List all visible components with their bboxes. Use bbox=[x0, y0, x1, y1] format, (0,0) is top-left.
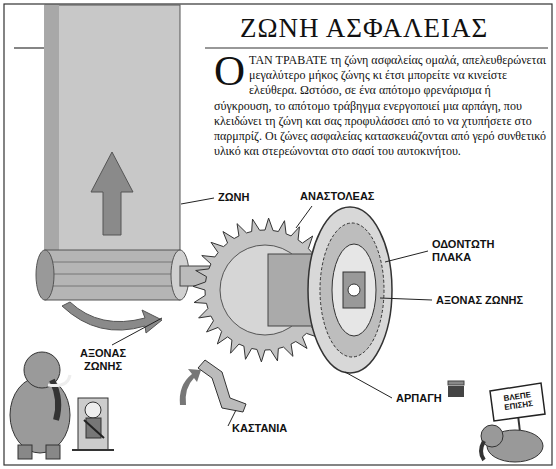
leader-line bbox=[380, 298, 432, 300]
belt-band bbox=[45, 5, 180, 257]
video-icon bbox=[448, 381, 464, 385]
seat bbox=[78, 398, 108, 450]
axle-end bbox=[343, 272, 365, 308]
mammoth-leg bbox=[18, 445, 32, 459]
frame bbox=[4, 4, 552, 465]
elephant-trunk bbox=[481, 441, 484, 460]
boy-head bbox=[85, 402, 101, 418]
leader-line bbox=[112, 318, 162, 345]
rotation-arrow bbox=[62, 302, 162, 333]
toothed-plate bbox=[320, 223, 384, 357]
drum-inner bbox=[332, 244, 376, 336]
title-rule bbox=[14, 47, 44, 48]
part-label: ΑΞΟΝΑΣ ΖΩΝΗΣ bbox=[72, 347, 134, 373]
part-label: ΚΑΣΤΑΝΙΑ bbox=[232, 422, 287, 435]
title: ΖΩΝΗ ΑΣΦΑΛΕΙΑΣ bbox=[240, 13, 488, 44]
mammoth-body bbox=[10, 377, 70, 453]
mammoth-leg bbox=[46, 445, 60, 459]
part-label: ΖΩΝΗ bbox=[218, 191, 249, 204]
mammoth-tusk bbox=[48, 375, 70, 386]
leader-line bbox=[296, 206, 312, 228]
axle-hole bbox=[348, 284, 360, 296]
roll-layer bbox=[45, 286, 180, 287]
roll-layer bbox=[45, 274, 180, 275]
pull-arrow bbox=[91, 152, 133, 235]
small-arrow bbox=[180, 369, 201, 405]
leader-line bbox=[345, 372, 392, 398]
video-icon bbox=[448, 386, 464, 397]
boy-belt bbox=[84, 420, 104, 438]
part-label: ΑΞΟΝΑΣ ΖΩΝΗΣ bbox=[436, 294, 523, 307]
title-rule bbox=[205, 47, 548, 48]
roll-end bbox=[36, 250, 54, 300]
sign-board bbox=[490, 383, 545, 421]
drum bbox=[308, 207, 392, 373]
belt-shade bbox=[45, 5, 59, 257]
pawl-lever bbox=[198, 360, 246, 412]
part-label: ΑΝΑΣΤΟΛΕΑΣ bbox=[300, 190, 374, 203]
body-text: ΟΤΑΝ ΤΡΑΒΑΤΕ τη ζώνη ασφαλείας ομαλά, απ… bbox=[214, 53, 546, 159]
roll-layer bbox=[45, 262, 180, 263]
leader-lines bbox=[112, 198, 432, 426]
belt-roll bbox=[45, 250, 180, 300]
leader-line bbox=[181, 198, 214, 204]
seat-base bbox=[72, 449, 114, 451]
part-label: ΑΡΠΑΓΗ bbox=[396, 392, 442, 405]
part-label: ΟΔΟΝΤΩΤΗ ΠΛΑΚΑ bbox=[432, 238, 508, 264]
leader-line bbox=[385, 251, 428, 262]
